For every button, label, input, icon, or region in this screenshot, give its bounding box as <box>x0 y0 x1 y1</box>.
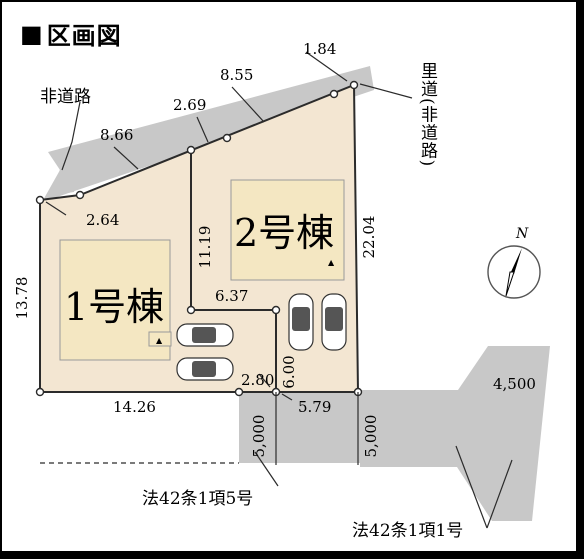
dim-5-79: 5.79 <box>298 398 331 416</box>
dim-6-37: 6.37 <box>215 287 248 305</box>
dim-4500: 4,500 <box>493 375 536 393</box>
site-plan-frame: ■ 区画図 ▲ ▲ <box>2 2 576 551</box>
building-2-footprint <box>230 179 345 281</box>
dim-6-00: 6.00 <box>280 355 298 388</box>
site-plan-diagram: ▲ ▲ <box>13 40 550 541</box>
road-article-42-1 <box>360 346 550 521</box>
village-road-label: 里道(非道路) <box>417 62 438 167</box>
north-arrow <box>487 245 541 299</box>
car-lot2-a <box>288 293 314 351</box>
dim-2-69: 2.69 <box>173 96 206 114</box>
car-lot1-a <box>176 323 234 347</box>
building-1-entry-mark: ▲ <box>156 336 163 345</box>
dim-8-66: 8.66 <box>100 126 133 144</box>
road-42-1-label: 法42条1項1号 <box>352 521 463 541</box>
dim-2-80: 2.80 <box>241 371 274 389</box>
road-strip-top <box>42 66 374 202</box>
boundary-markers <box>35 80 363 397</box>
road-42-5-label: 法42条1項5号 <box>142 489 253 509</box>
dim-11-19: 11.19 <box>196 226 214 269</box>
building-1-entry <box>148 331 172 347</box>
page-title: 区画図 <box>46 22 122 50</box>
dim-13-78: 13.78 <box>13 277 31 320</box>
non-road-wedge <box>54 147 82 195</box>
page-header: ■ 区画図 <box>20 16 122 51</box>
dim-22-04: 22.04 <box>360 216 378 259</box>
dim-1-84: 1.84 <box>303 40 336 58</box>
building-2-label: 2号棟 <box>234 211 334 255</box>
leader-lines <box>45 51 513 529</box>
title-marker: ■ <box>20 19 43 48</box>
dim-14-26: 14.26 <box>113 398 156 416</box>
car-lot1-b <box>176 357 234 381</box>
lot-divider <box>190 150 277 392</box>
car-lot2-b <box>321 293 347 351</box>
building-1-label: 1号棟 <box>64 285 164 329</box>
dimension-ticks <box>275 392 359 465</box>
building-2-entry-mark: ▲ <box>328 258 335 267</box>
dim-2-64: 2.64 <box>86 211 119 229</box>
dim-8-55: 8.55 <box>220 66 253 84</box>
dim-5000-b: 5,000 <box>362 415 380 458</box>
compass-north-label: N <box>515 226 529 242</box>
road-article-42-5 <box>239 390 360 463</box>
dim-5000-a: 5,000 <box>250 415 268 458</box>
non-road-label: 非道路 <box>40 87 91 107</box>
